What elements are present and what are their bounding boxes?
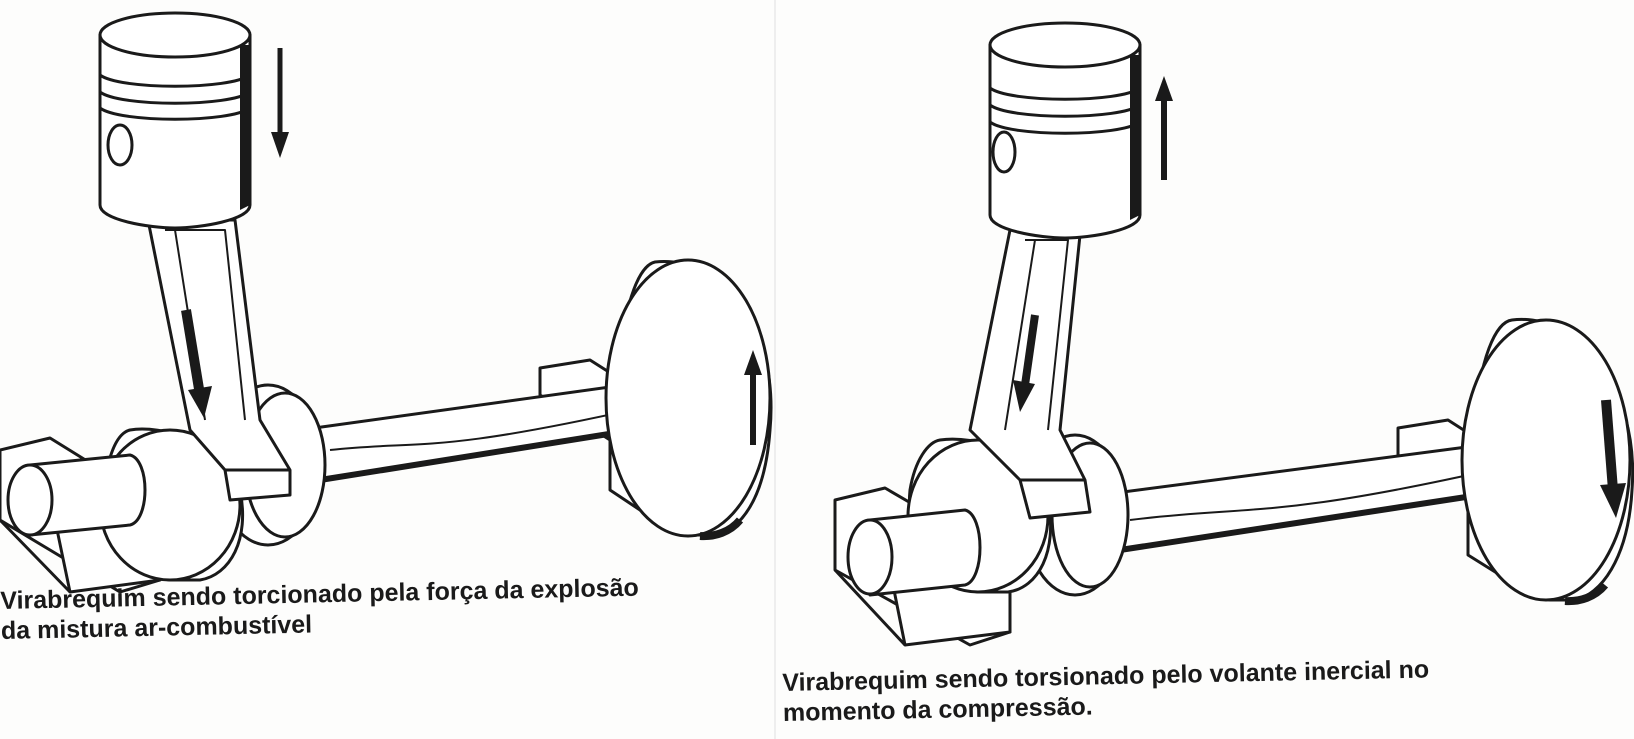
- piston-motion-up-arrow-icon: [1155, 76, 1173, 180]
- flywheel: [1460, 317, 1634, 606]
- arrows-compression: [1013, 76, 1626, 518]
- rod-force-down-arrow-icon: [181, 309, 212, 418]
- front-journal: [846, 508, 982, 597]
- rod-force-down-arrow-icon: [1013, 314, 1039, 412]
- front-journal: [6, 453, 147, 537]
- arrows-explosion: [181, 48, 762, 445]
- flywheel: [604, 258, 773, 541]
- flywheel-rotation-up-arrow-icon: [744, 350, 762, 445]
- piston: [988, 21, 1142, 240]
- panel-explosion: [0, 11, 773, 594]
- panel-compression: [833, 21, 1634, 647]
- flywheel-rotation-down-arrow-icon: [1600, 399, 1626, 518]
- piston: [98, 11, 252, 230]
- piston-motion-down-arrow-icon: [271, 48, 289, 158]
